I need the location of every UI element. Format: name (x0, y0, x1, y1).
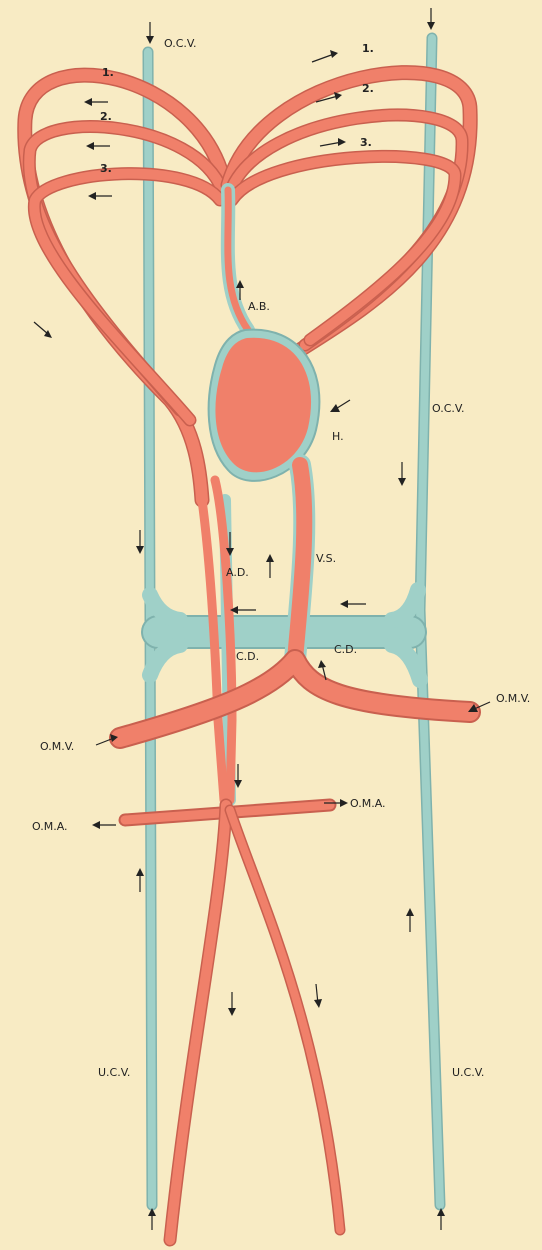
arrow-arch2-left (86, 142, 110, 150)
arrow-arch3-left (88, 192, 112, 200)
label-cd-right: C.D. (334, 643, 357, 656)
arrow-vs-up (266, 554, 274, 578)
label-arch3-right: 3. (360, 136, 372, 149)
label-ab: A.B. (248, 300, 270, 313)
arrow-bottom-left-up (148, 1208, 156, 1230)
arrow-arch1-left (84, 98, 108, 106)
label-ucv-right: U.C.V. (452, 1066, 484, 1079)
arrow-top-right-down (427, 8, 435, 30)
arrow-caudal-right-down (314, 984, 322, 1008)
arrow-arch1-right (312, 50, 338, 62)
arrow-right-cardinal-down (398, 462, 406, 486)
label-omv-right: O.M.V. (496, 692, 530, 705)
label-ad: A.D. (226, 566, 249, 579)
arrow-left-loop (34, 322, 52, 338)
label-arch2-right: 2. (362, 82, 374, 95)
arrow-caudal-left-down (228, 992, 236, 1016)
label-oma-left: O.M.A. (32, 820, 68, 833)
label-vs: V.S. (316, 552, 336, 565)
arrow-oma-left (92, 821, 116, 829)
label-heart: H. (332, 430, 344, 443)
arrow-bottom-right-up (437, 1208, 445, 1230)
label-ocv-right: O.C.V. (432, 402, 465, 415)
label-ucv-left: U.C.V. (98, 1066, 130, 1079)
arrow-left-cardinal-down (136, 530, 144, 554)
arrow-left-cardinal-up (136, 868, 144, 892)
label-arch3-left: 3. (100, 162, 112, 175)
label-cd-left: C.D. (236, 650, 259, 663)
label-arch1-left: 1. (102, 66, 114, 79)
arrow-arch3-right (320, 138, 346, 146)
label-omv-left: O.M.V. (40, 740, 74, 753)
label-arch2-left: 2. (100, 110, 112, 123)
label-oma-right: O.M.A. (350, 797, 386, 810)
arrow-cd-right (340, 600, 366, 608)
arrow-right-loop (330, 400, 350, 412)
arrow-top-left-down (146, 22, 154, 44)
arrow-cd-left (230, 606, 256, 614)
label-arch1-right: 1. (362, 42, 374, 55)
arrow-right-cardinal-up (406, 908, 414, 932)
branchial-arch-3-left (34, 174, 220, 420)
caudal-aorta-right (230, 810, 340, 1230)
venous-sinus (295, 465, 304, 660)
label-ocv-top: O.C.V. (164, 37, 197, 50)
